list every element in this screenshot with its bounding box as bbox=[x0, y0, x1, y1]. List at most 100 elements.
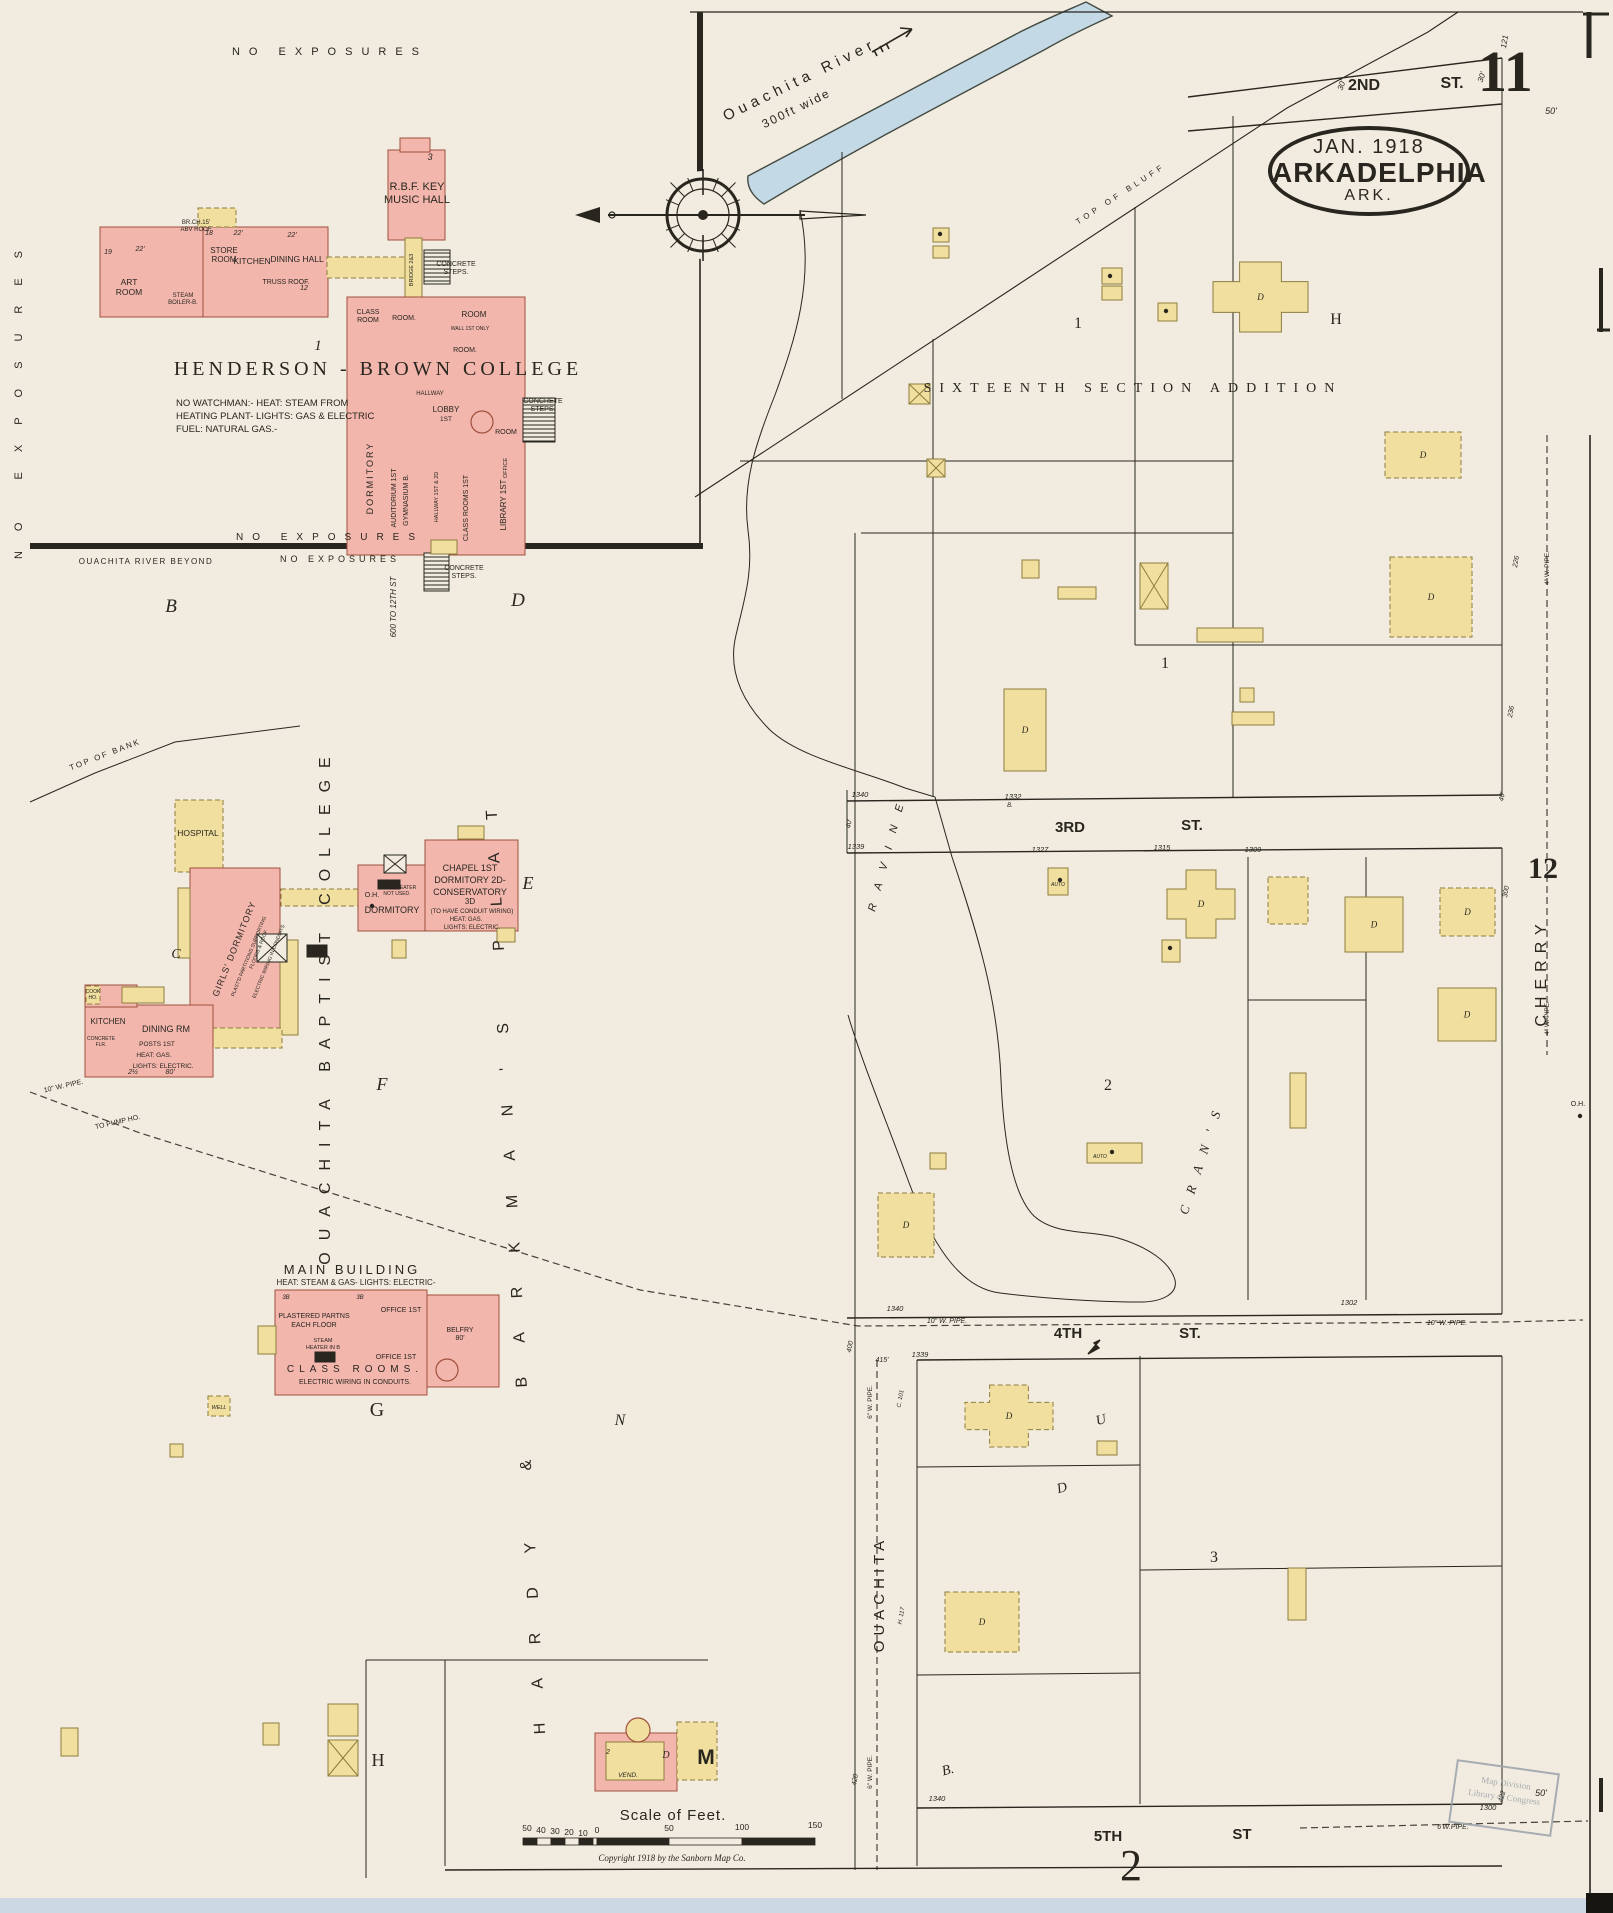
map-label: 0 bbox=[595, 1825, 600, 1835]
map-label: 422 bbox=[1498, 1790, 1508, 1803]
map-label: CHAPEL 1ST bbox=[443, 863, 498, 873]
map-label: NO EXPOSURES bbox=[232, 46, 428, 58]
map-label: ROOM. bbox=[453, 347, 477, 354]
map-label: U bbox=[1094, 1412, 1109, 1429]
building bbox=[346, 296, 526, 556]
building bbox=[1287, 1567, 1307, 1621]
map-label: ST. bbox=[1440, 75, 1463, 92]
map-label: 40' bbox=[845, 818, 854, 829]
building bbox=[929, 1152, 947, 1170]
compass-spoke bbox=[712, 177, 719, 192]
building bbox=[932, 245, 950, 259]
map-label: 150 bbox=[808, 1820, 822, 1830]
building bbox=[676, 1721, 718, 1781]
map-city: ARKADELPHIA bbox=[1272, 157, 1487, 189]
map-label: 50' bbox=[1535, 1788, 1547, 1798]
ravine bbox=[733, 209, 1176, 1303]
scale-bar-segment bbox=[741, 1837, 816, 1846]
building-cross-mark bbox=[926, 458, 946, 478]
scan-edge-strip bbox=[0, 1898, 1613, 1913]
building bbox=[197, 207, 237, 228]
map-label: EACH FLOOR bbox=[291, 1322, 337, 1329]
map-label: DINING HALL bbox=[270, 254, 324, 264]
map-label: 50' bbox=[1545, 106, 1557, 116]
map-label: 300 bbox=[1502, 885, 1511, 898]
scale-bar-segment bbox=[578, 1837, 594, 1846]
map-label: CLASS ROOMS. bbox=[287, 1364, 423, 1375]
map-label: VEND. bbox=[618, 1772, 638, 1779]
map-label: Scale of Feet. bbox=[620, 1807, 727, 1824]
map-circle bbox=[435, 1358, 459, 1382]
building-cross-mark bbox=[256, 933, 288, 963]
map-label: 2½ bbox=[127, 1068, 138, 1076]
building bbox=[430, 539, 458, 555]
map-label: 415' bbox=[875, 1357, 889, 1364]
scale-bar-segment bbox=[536, 1837, 552, 1846]
map-label: 80' bbox=[165, 1069, 175, 1076]
map-label: STEAM bbox=[173, 293, 194, 299]
map-label: OFFICE 1ST bbox=[381, 1307, 422, 1314]
building-cross-mark bbox=[383, 854, 407, 874]
map-dot bbox=[369, 903, 375, 909]
map-label: 1 bbox=[314, 338, 322, 354]
building bbox=[207, 1395, 231, 1417]
map-label: FLR. bbox=[96, 1042, 107, 1048]
map-label: 1340 bbox=[852, 790, 870, 799]
map-label: C bbox=[171, 947, 181, 962]
building bbox=[424, 839, 519, 932]
map-label: LOBBY bbox=[433, 405, 460, 414]
map-label: LIBRARY 1ST bbox=[499, 479, 508, 530]
building-cross-mark bbox=[908, 383, 931, 405]
map-label: D bbox=[1054, 1480, 1069, 1497]
map-label: 22' bbox=[286, 232, 297, 239]
map-label: CLASS ROOMS 1ST bbox=[463, 474, 470, 541]
map-label: ROOM bbox=[116, 287, 142, 297]
map-dot bbox=[1577, 1113, 1583, 1119]
building bbox=[423, 552, 450, 592]
map-line bbox=[1187, 103, 1503, 132]
building bbox=[1212, 261, 1309, 333]
map-label: B bbox=[165, 596, 177, 617]
map-label: 100 bbox=[735, 1822, 749, 1832]
river-flow-arrow bbox=[871, 27, 913, 57]
map-label: 22' bbox=[134, 246, 145, 253]
scale-bar-segment bbox=[522, 1837, 538, 1846]
map-label: R.B.F. KEY bbox=[389, 181, 445, 193]
map-label: 6'W.PIPE. bbox=[1437, 1824, 1468, 1831]
map-label: STORE bbox=[210, 246, 237, 255]
building-use-label: D bbox=[1256, 292, 1264, 302]
building bbox=[457, 825, 485, 840]
map-label: 3B bbox=[356, 1295, 363, 1301]
map-label: Copyright 1918 by the Sanborn Map Co. bbox=[598, 1853, 745, 1863]
map-label: 6" W. PIPE. bbox=[867, 1755, 874, 1789]
map-label: 3B bbox=[282, 1295, 289, 1301]
map-label: KITCHEN bbox=[233, 256, 270, 266]
ouachita-river bbox=[747, 1, 1114, 205]
compass-arrow-head bbox=[575, 207, 600, 223]
building bbox=[1289, 1072, 1307, 1129]
map-label: 1332 bbox=[1005, 792, 1023, 801]
building bbox=[1439, 887, 1496, 937]
compass-arrow-tail bbox=[799, 210, 867, 220]
building bbox=[1384, 431, 1462, 479]
map-dot bbox=[1163, 308, 1169, 314]
scale-bar-segment bbox=[550, 1837, 566, 1846]
map-label: 1339 bbox=[912, 1350, 930, 1359]
sheet-number: 11 bbox=[1478, 39, 1533, 104]
map-label: 30' bbox=[1336, 78, 1348, 91]
building bbox=[121, 986, 165, 1004]
map-label: 1 bbox=[1074, 315, 1082, 332]
map-line bbox=[916, 1355, 1503, 1361]
building bbox=[357, 864, 427, 932]
map-label: PLASTERED PARTNS bbox=[278, 1313, 350, 1320]
compass-spoke bbox=[670, 182, 685, 197]
map-label: CONCRETE bbox=[523, 398, 563, 405]
map-label: HALLWAY 1ST & 2D bbox=[434, 472, 440, 522]
map-dot bbox=[937, 231, 943, 237]
building bbox=[387, 149, 446, 241]
map-dot bbox=[1109, 1149, 1115, 1155]
map-label: OUACHITA bbox=[871, 1536, 888, 1652]
map-label: 10" W. PIPE. bbox=[927, 1318, 967, 1325]
map-label: STEPS. bbox=[452, 573, 477, 580]
building bbox=[99, 226, 204, 318]
